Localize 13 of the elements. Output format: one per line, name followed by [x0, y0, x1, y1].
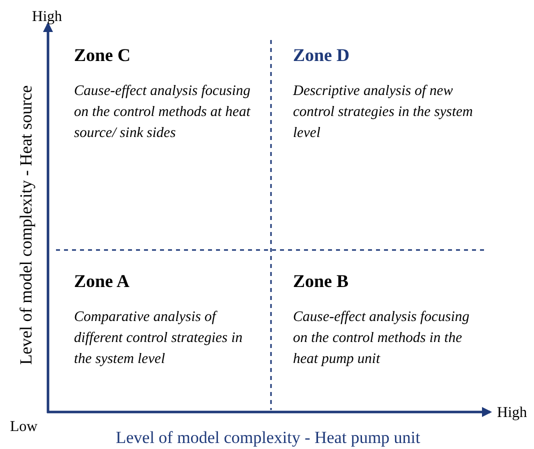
- axis-end-label: High: [32, 8, 62, 27]
- y-axis-title: Level of model complexity - Heat source: [15, 85, 36, 365]
- axis-end-label: High: [497, 404, 527, 423]
- x-axis-title: Level of model complexity - Heat pump unit: [114, 427, 422, 449]
- zone-heading: Zone D: [293, 44, 351, 66]
- zone-heading: Zone C: [74, 44, 132, 66]
- zone-description: Descriptive analysis of new control strategies in the system level: [293, 82, 474, 142]
- axis-end-label: Low: [10, 418, 38, 437]
- zone-description: Cause-effect analysis focusing on the control methods at heat source/ sink sides: [74, 82, 252, 142]
- zone-heading: Zone A: [74, 270, 131, 292]
- zone-heading: Zone B: [293, 270, 350, 292]
- zone-description: Cause-effect analysis focusing on the control methods in the heat pump unit: [293, 308, 470, 368]
- zone-description: Comparative analysis of different control strategies in the system level: [74, 308, 244, 368]
